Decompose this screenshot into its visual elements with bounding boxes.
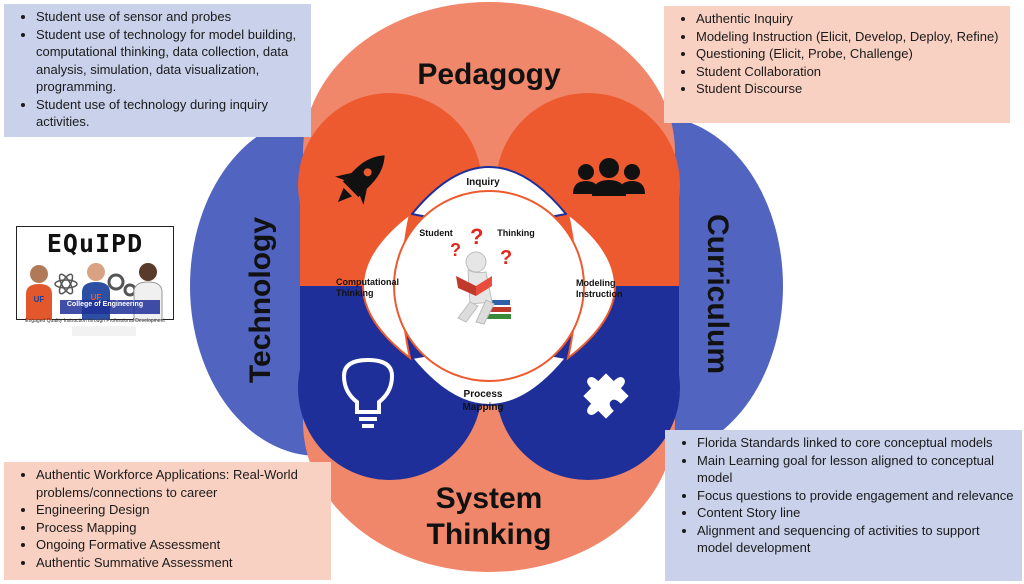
curriculum-list: Florida Standards linked to core concept… <box>671 434 1014 557</box>
pedagogy-title: Pedagogy <box>417 58 561 91</box>
label-modeling-2: Instruction <box>576 289 623 299</box>
label-computational-2: Thinking <box>336 288 374 298</box>
list-item: Student use of sensor and probes <box>36 8 303 26</box>
list-item: Student Discourse <box>696 80 1002 98</box>
label-inquiry: Inquiry <box>466 177 500 188</box>
people-group-icon <box>573 158 645 196</box>
reading-person-icon <box>456 251 511 325</box>
puzzle-piece-icon <box>583 373 629 419</box>
list-item: Authentic Inquiry <box>696 10 1002 28</box>
label-student: Student <box>419 228 453 238</box>
list-item: Main Learning goal for lesson aligned to… <box>697 452 1014 487</box>
system-title-line2: Thinking <box>427 518 552 551</box>
system-thinking-list: Authentic Workforce Applications: Real-W… <box>10 466 323 571</box>
label-computational-1: Computational <box>336 277 399 287</box>
list-item: Focus questions to provide engagement an… <box>697 487 1014 505</box>
list-item: Modeling Instruction (Elicit, Develop, D… <box>696 28 1002 46</box>
list-item: Florida Standards linked to core concept… <box>697 434 1014 452</box>
list-item: Authentic Summative Assessment <box>36 554 323 572</box>
system-title-line1: System <box>436 482 543 515</box>
label-thinking: Thinking <box>497 228 535 238</box>
curriculum-title: Curriculum <box>701 214 734 374</box>
lightbulb-icon <box>341 357 395 428</box>
logo-badge-left: UF <box>34 295 45 304</box>
list-item: Alignment and sequencing of activities t… <box>697 522 1014 557</box>
white-lenses <box>362 166 616 406</box>
person-left <box>26 265 52 320</box>
list-item: Engineering Design <box>36 501 323 519</box>
question-mark-right: ? <box>500 247 512 269</box>
logo-subtitle: College of Engineering <box>66 301 144 308</box>
technology-box: Student use of sensor and probes Student… <box>4 4 311 137</box>
logo-title: EQuIPD <box>46 229 144 258</box>
rocket-icon <box>335 155 385 205</box>
atom-icon <box>54 273 78 295</box>
list-item: Student Collaboration <box>696 63 1002 81</box>
system-thinking-box: Authentic Workforce Applications: Real-W… <box>4 462 331 580</box>
label-modeling-1: Modeling <box>576 278 616 288</box>
list-item: Content Story line <box>697 504 1014 522</box>
pedagogy-list: Authentic Inquiry Modeling Instruction (… <box>670 10 1002 98</box>
question-marks: ? ? ? <box>450 224 512 269</box>
pedagogy-box: Authentic Inquiry Modeling Instruction (… <box>664 6 1010 123</box>
question-mark-top: ? <box>470 224 483 249</box>
list-item: Ongoing Formative Assessment <box>36 536 323 554</box>
logo-badge-middle: UF <box>91 293 102 302</box>
list-item: Student use of technology during inquiry… <box>36 96 303 131</box>
technology-list: Student use of sensor and probes Student… <box>10 8 303 131</box>
list-item: Process Mapping <box>36 519 323 537</box>
equipd-logo: UF UF <box>16 226 174 344</box>
technology-title: Technology <box>244 217 277 383</box>
label-process-2: Mapping <box>462 402 503 413</box>
list-item: Authentic Workforce Applications: Real-W… <box>36 466 323 501</box>
list-item: Student use of technology for model buil… <box>36 26 303 96</box>
list-item: Questioning (Elicit, Probe, Challenge) <box>696 45 1002 63</box>
question-mark-left: ? <box>450 240 461 260</box>
label-process-1: Process <box>464 389 503 400</box>
curriculum-box: Florida Standards linked to core concept… <box>665 430 1022 581</box>
logo-tagline: Engaged Quality Instruction through Prof… <box>25 318 165 324</box>
